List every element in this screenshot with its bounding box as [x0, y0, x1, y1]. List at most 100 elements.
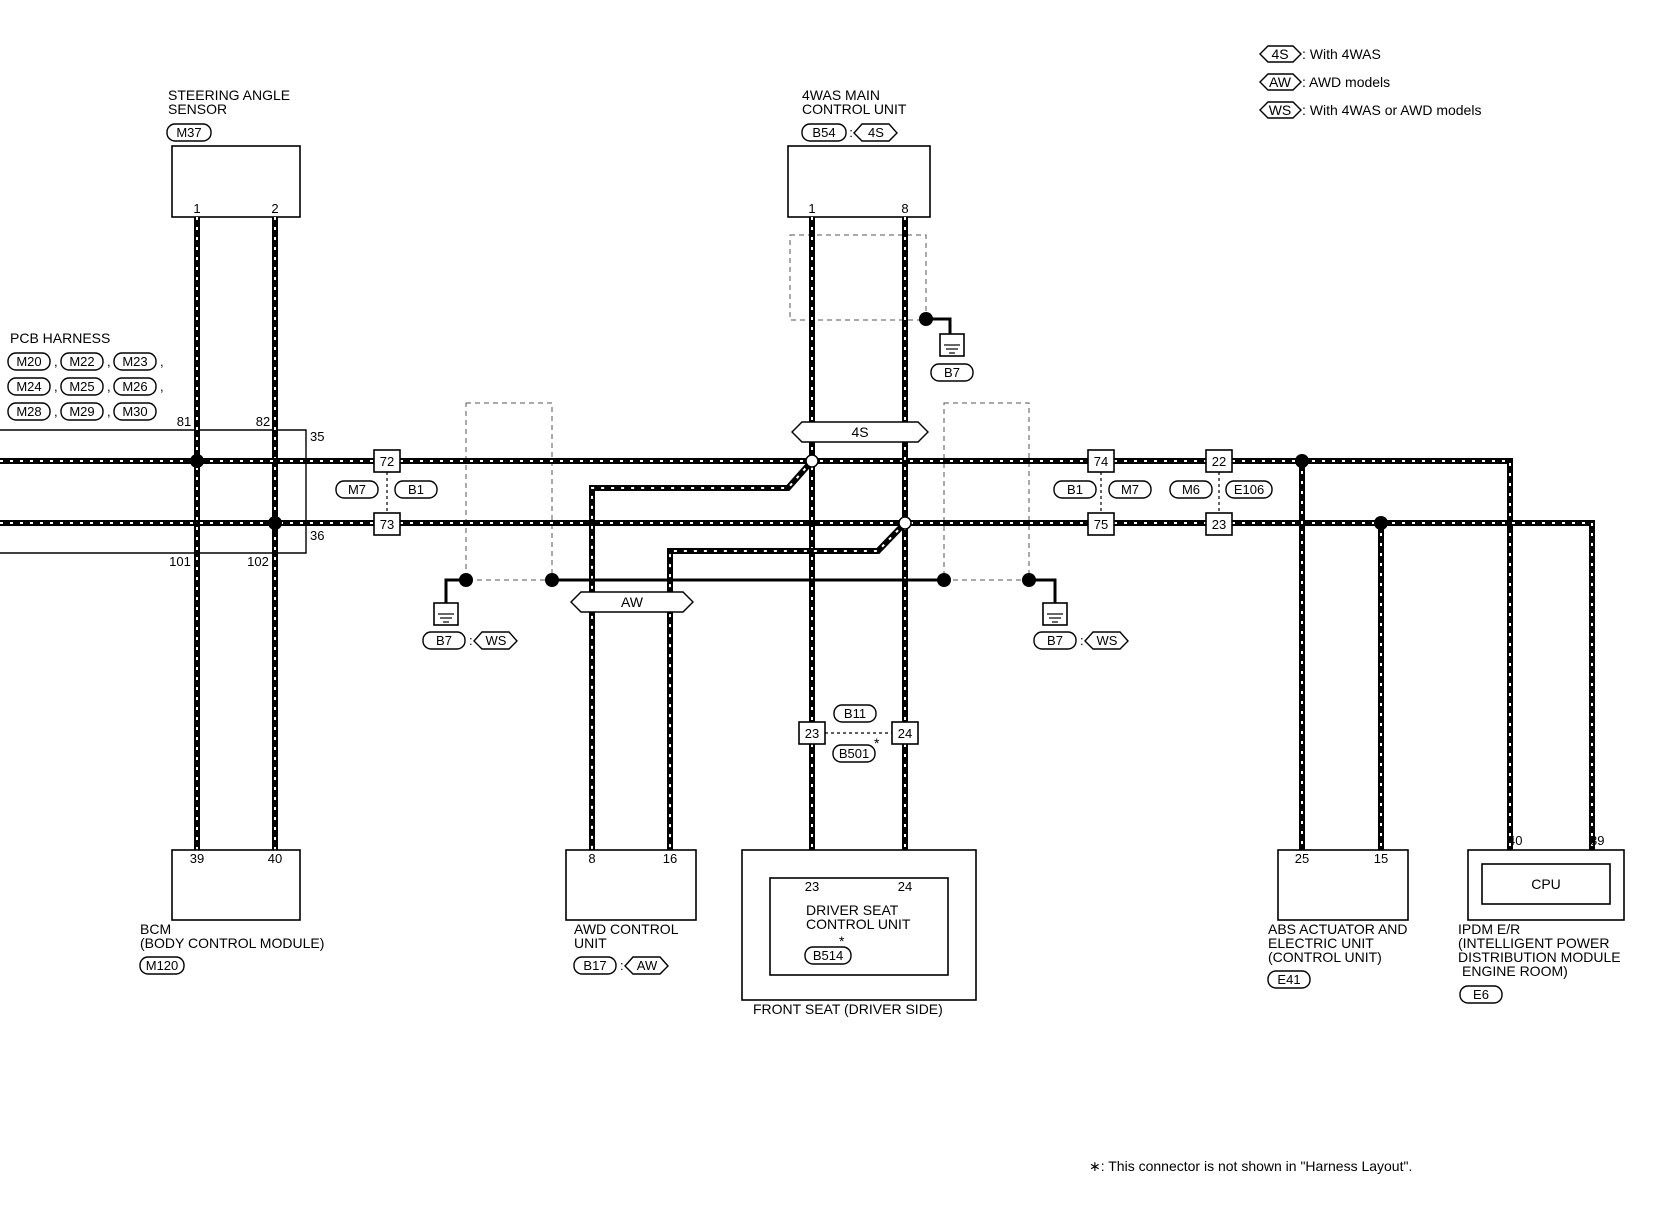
- pin-label: 102: [247, 554, 269, 569]
- connector-label: B1: [408, 482, 424, 497]
- wire: [589, 459, 815, 850]
- comma: ,: [107, 354, 111, 369]
- junction-dots: [190, 312, 1388, 587]
- connector-label: M29: [69, 404, 94, 419]
- component-label: CONTROL UNIT: [802, 101, 907, 117]
- pin-label: 36: [310, 528, 324, 543]
- wire-group: [0, 217, 1595, 878]
- connector-label: M37: [176, 125, 201, 140]
- component-box: [171, 849, 301, 921]
- connector-label: B17: [583, 958, 606, 973]
- legend: 4S : With 4WAS AW : AWD models WS : With…: [1259, 45, 1481, 119]
- component-label: (CONTROL UNIT): [1268, 949, 1382, 965]
- abs-actuator: 25 15 ABS ACTUATOR AND ELECTRIC UNIT (CO…: [1267, 849, 1409, 989]
- colon: :: [469, 633, 473, 648]
- legend-desc: : With 4WAS: [1302, 46, 1381, 62]
- pin-label: 39: [1590, 833, 1604, 848]
- comma: ,: [160, 379, 164, 394]
- wire: [1232, 520, 1595, 850]
- connector-label: M30: [122, 404, 147, 419]
- comma: ,: [54, 379, 58, 394]
- legend-desc: : AWD models: [1302, 74, 1390, 90]
- harness-title: PCB HARNESS: [10, 330, 110, 346]
- pin-label: 40: [1508, 833, 1522, 848]
- bar-label: 4S: [851, 424, 868, 440]
- legend-desc: : With 4WAS or AWD models: [1302, 102, 1481, 118]
- star-mark: *: [874, 735, 880, 751]
- pin-label: 2: [271, 201, 278, 216]
- component-box: [787, 145, 931, 218]
- pin-label: 16: [663, 851, 677, 866]
- connector-label: E6: [1473, 987, 1489, 1002]
- connector-label: M25: [69, 379, 94, 394]
- component-label: DISTRIBUTION MODULE: [1458, 949, 1621, 965]
- pin-label: 8: [901, 201, 908, 216]
- pcb-harness: PCB HARNESS M20 , M22 , M23 , M24 , M25 …: [0, 330, 324, 569]
- connector-label: E106: [1234, 482, 1264, 497]
- pin-label: 24: [898, 879, 912, 894]
- cpu-label: CPU: [1531, 876, 1561, 892]
- component-label: FRONT SEAT (DRIVER SIDE): [753, 1001, 943, 1017]
- connector-tag: 4S: [868, 125, 884, 140]
- ipdm-er: CPU 40 39 IPDM E/R (INTELLIGENT POWER DI…: [1458, 833, 1625, 1004]
- component-label: IPDM E/R: [1458, 921, 1520, 937]
- connector-label: B7: [1047, 633, 1063, 648]
- connector-label: M28: [16, 404, 41, 419]
- shield-box: [465, 402, 553, 581]
- legend-item-4s: 4S : With 4WAS: [1259, 45, 1381, 63]
- component-label: STEERING ANGLE: [168, 87, 290, 103]
- connector-tag: AW: [637, 958, 658, 973]
- driver-seat-control-unit: 23 24 DRIVER SEAT CONTROL UNIT * B514 FR…: [741, 849, 977, 1017]
- wire-stripe: [1232, 460, 1511, 850]
- bar-label: AW: [621, 594, 644, 610]
- star-mark: *: [839, 933, 845, 949]
- connector-label: E41: [1277, 972, 1300, 987]
- pin-label: 23: [1212, 517, 1226, 532]
- pin-label: 8: [588, 851, 595, 866]
- joint-connector-seat: 23 24 B11 B501 *: [798, 704, 919, 763]
- pin-label: 1: [193, 201, 200, 216]
- awd-control-unit: 8 16 AWD CONTROL UNIT B17 : AW: [565, 849, 697, 975]
- pin-label: 40: [268, 851, 282, 866]
- bar-4s: 4S: [791, 421, 929, 443]
- connector-label: M120: [146, 958, 179, 973]
- legend-item-aw: AW : AWD models: [1259, 73, 1390, 91]
- connector-tag: WS: [1097, 633, 1118, 648]
- component-label: UNIT: [574, 935, 607, 951]
- pin-label: 72: [380, 454, 394, 469]
- connector-label: M7: [1121, 482, 1139, 497]
- connector-label: B54: [812, 125, 835, 140]
- component-box: [565, 849, 697, 921]
- connector-label: M7: [348, 482, 366, 497]
- legend-tag: 4S: [1271, 46, 1288, 62]
- colon: :: [849, 125, 853, 140]
- bcm: 39 40 BCM (BODY CONTROL MODULE) M120: [139, 849, 324, 975]
- connector-pill: [166, 123, 212, 142]
- component-label: ABS ACTUATOR AND: [1268, 921, 1408, 937]
- comma: ,: [160, 354, 164, 369]
- component-label: BCM: [140, 921, 171, 937]
- component-box: [1277, 849, 1409, 921]
- steering-angle-sensor: STEERING ANGLE SENSOR M37 1 2: [166, 87, 301, 218]
- legend-item-ws: WS : With 4WAS or AWD models: [1259, 101, 1481, 119]
- pin-label: 35: [310, 429, 324, 444]
- wire-stripe: [1232, 522, 1593, 850]
- cpu-box: [1481, 863, 1611, 905]
- pin-label: 39: [190, 851, 204, 866]
- pin-label: 82: [256, 414, 270, 429]
- component-box: [171, 145, 301, 218]
- component-label: ELECTRIC UNIT: [1268, 935, 1374, 951]
- connector-label: B11: [844, 706, 866, 721]
- pin-label: 1: [808, 201, 815, 216]
- connector-label: M22: [69, 354, 94, 369]
- component-label: CONTROL UNIT: [806, 916, 911, 932]
- pin-label: 81: [177, 414, 191, 429]
- component-label: SENSOR: [168, 101, 227, 117]
- ground-b7-top: B7: [930, 333, 974, 382]
- connector-label: M6: [1182, 482, 1200, 497]
- joint-connector-22-23: 22 23 M6 E106: [1169, 449, 1273, 536]
- bar-aw: AW: [570, 591, 694, 613]
- ground-b7-left: B7 : WS: [422, 590, 518, 650]
- connector-tag: WS: [486, 633, 507, 648]
